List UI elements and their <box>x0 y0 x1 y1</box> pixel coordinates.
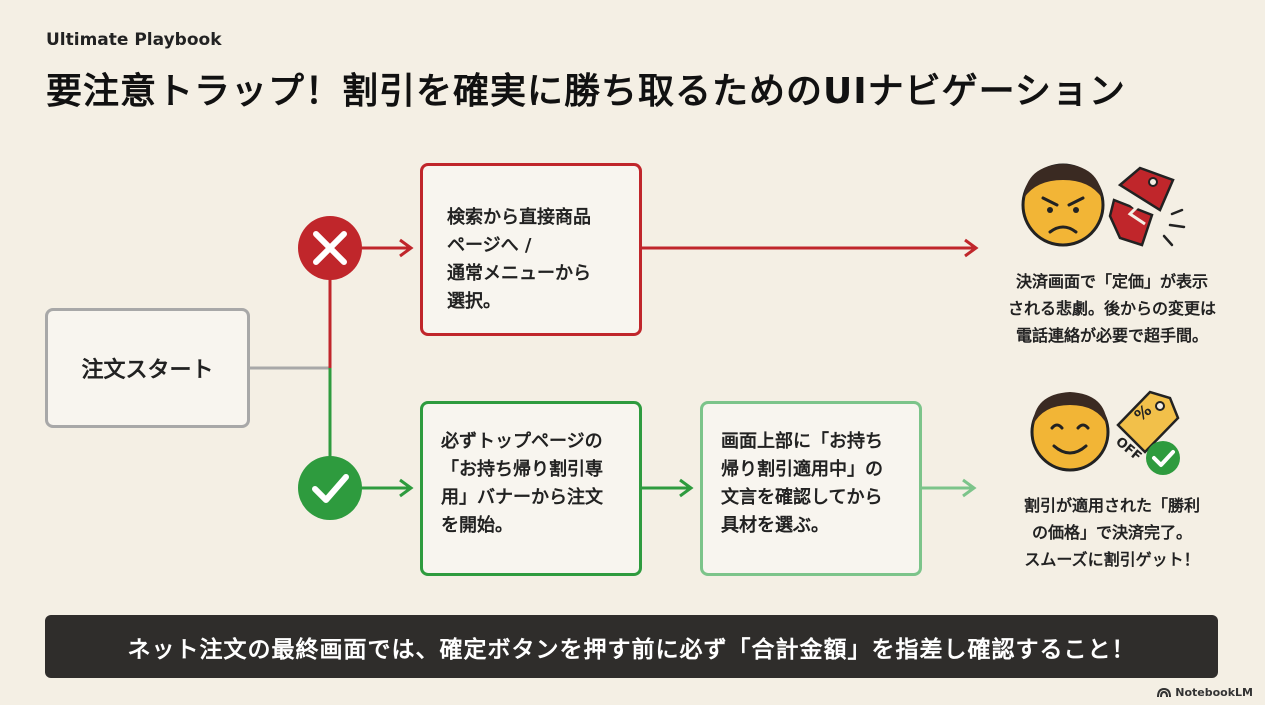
bad-result-line-3: 電話連絡が必要で超手間。 <box>1015 326 1208 345</box>
bad-step-line-2: ページへ / <box>447 235 532 256</box>
bad-step-line-3: 通常メニューから <box>447 263 591 284</box>
good-step1-line-3: 用」バナーから注文 <box>441 487 603 508</box>
good-arrowhead-1 <box>399 478 414 498</box>
start-label: 注文スタート <box>81 358 214 383</box>
good-step1-line-1: 必ずトップページの <box>441 431 603 452</box>
good-step1-line-4: を開始。 <box>441 515 513 536</box>
bad-step-line-4: 選択。 <box>447 291 501 312</box>
good-step1-line-2: 「お持ち帰り割引専 <box>441 459 603 480</box>
angry-face-icon <box>1021 163 1105 247</box>
credit-label: NotebookLM <box>1175 686 1253 699</box>
brand-label: Ultimate Playbook <box>46 30 222 50</box>
start-box: 注文スタート <box>45 308 250 428</box>
bad-step-box: 検索から直接商品 ページへ / 通常メニューから 選択。 <box>420 163 642 336</box>
good-arrowhead-2 <box>679 478 694 498</box>
good-step1-box: 必ずトップページの 「お持ち帰り割引専 用」バナーから注文 を開始。 <box>420 401 642 576</box>
bad-result-line-2: される悲劇。後からの変更は <box>1007 299 1216 318</box>
bad-arrowhead-1 <box>399 238 414 258</box>
smiling-face-icon <box>1030 392 1110 472</box>
tip-banner-text: ネット注文の最終画面では、確定ボタンを押す前に必ず「合計金額」を指差し確認するこ… <box>127 636 1136 663</box>
good-result-text: 割引が適用された「勝利 の価格」で決済完了。 スムーズに割引ゲット！ <box>972 492 1252 573</box>
cross-icon <box>298 216 362 280</box>
good-step2-line-4: 具材を選ぶ。 <box>721 515 829 536</box>
notebooklm-logo-icon <box>1157 687 1172 697</box>
bad-arrowhead-2 <box>964 238 979 258</box>
good-step2-line-1: 画面上部に「お持ち <box>721 431 883 452</box>
good-arrowhead-3 <box>962 478 977 498</box>
good-result-line-2: の価格」で決済完了。 <box>1031 523 1192 542</box>
good-result-line-3: スムーズに割引ゲット！ <box>1024 550 1200 569</box>
tip-banner: ネット注文の最終画面では、確定ボタンを押す前に必ず「合計金額」を指差し確認するこ… <box>45 615 1218 678</box>
good-result-line-1: 割引が適用された「勝利 <box>1023 496 1200 515</box>
bad-result-line-1: 決済画面で「定価」が表示 <box>1015 272 1208 291</box>
discount-tag-icon: % OFF <box>1112 390 1180 475</box>
good-step2-line-2: 帰り割引適用中」の <box>721 459 883 480</box>
good-step2-line-3: 文言を確認してから <box>721 487 883 508</box>
broken-price-tag-icon <box>1108 166 1186 247</box>
good-step2-box: 画面上部に「お持ち 帰り割引適用中」の 文言を確認してから 具材を選ぶ。 <box>700 401 922 576</box>
credit: NotebookLM <box>1157 686 1253 699</box>
bad-result-text: 決済画面で「定価」が表示 される悲劇。後からの変更は 電話連絡が必要で超手間。 <box>972 268 1252 349</box>
page-title: 要注意トラップ！割引を確実に勝ち取るためのUIナビゲーション <box>46 71 1126 112</box>
bad-step-line-1: 検索から直接商品 <box>447 207 591 228</box>
check-icon <box>298 456 362 520</box>
